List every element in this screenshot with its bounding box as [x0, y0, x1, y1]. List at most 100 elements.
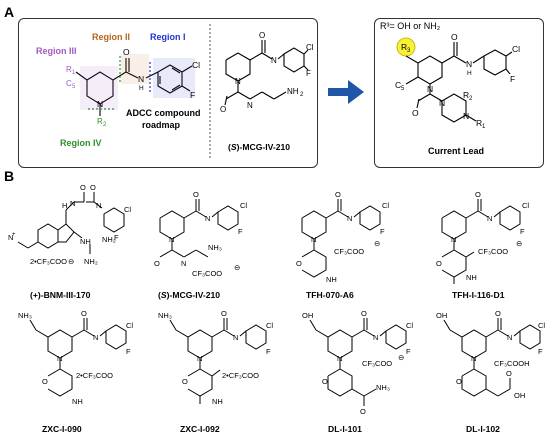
- lead-atom-n: N: [466, 59, 472, 69]
- dl101-atom-o3: O: [360, 407, 366, 416]
- zxc092-atom-f: F: [266, 347, 271, 356]
- bnm-atom-n1: N: [70, 199, 75, 208]
- bnm-atom-f: F: [114, 233, 119, 242]
- tfh116-atom-f: F: [520, 227, 525, 236]
- mcg-b-nh3: NH₃: [208, 243, 222, 252]
- zxc090-salt: 2•CF₃COO: [76, 371, 113, 380]
- zxc092-salt: 2•CF₃COO: [222, 371, 259, 380]
- dl102-atom-cl: Cl: [538, 321, 545, 330]
- tfh116-atom-n: N: [487, 214, 492, 223]
- dl101-atom-o2: O: [322, 377, 328, 386]
- lead-atom-r2-sub: 2: [469, 96, 473, 102]
- roadmap-atom-f: F: [190, 90, 195, 100]
- tfh116-salt: CF₃COO: [478, 247, 508, 256]
- dl101-atom-n: N: [373, 333, 378, 342]
- bnm-iii-170-structure: H O O N N Cl F NH NH₂ NH₂ N + 2•CF₃COO ⊖: [8, 183, 131, 266]
- panel-a-left-box: [18, 18, 318, 168]
- label-region-i: Region I: [150, 32, 186, 42]
- panel-letter-a: A: [4, 4, 15, 20]
- mcg-b-name-suffix: )-MCG-IV-210: [166, 290, 221, 300]
- mcg-b-atom-n2: N: [181, 259, 186, 268]
- zxc090-nh3: NH₃: [18, 311, 32, 320]
- bnm-atom-h: H: [62, 201, 67, 210]
- roadmap-caption-line2: roadmap: [142, 120, 181, 130]
- dl102-atom-oh: OH: [436, 311, 447, 320]
- bnm-atom-cl: Cl: [124, 205, 131, 214]
- label-region-ii: Region II: [92, 32, 130, 42]
- mcg-a-atom-nh2: NH: [287, 87, 299, 96]
- lead-atom-n-ring: N: [427, 84, 433, 94]
- tfh070-atom-n-ring: N: [311, 235, 316, 244]
- tfh116-atom-n-ring: N: [451, 235, 456, 244]
- tfh-070-a6-name: TFH-070-A6: [306, 290, 354, 300]
- bnm-atom-o2: O: [90, 183, 96, 192]
- dl101-minus: ⊖: [398, 353, 404, 362]
- bnm-atom-o1: O: [80, 183, 86, 192]
- roadmap-atom-r1: R: [66, 65, 72, 74]
- zxc090-atom-f: F: [126, 347, 131, 356]
- lead-atom-r3: R: [401, 42, 407, 52]
- zxc092-atom-o2: O: [182, 377, 188, 386]
- lead-atom-r2: R: [463, 90, 469, 100]
- label-region-iv: Region IV: [60, 138, 102, 148]
- zxc092-nh3: NH₃: [158, 311, 172, 320]
- tfh-i-116-d1-name: TFH-I-116-D1: [452, 290, 505, 300]
- panel-a-separator: [209, 24, 211, 160]
- roadmap-atom-n: N: [138, 74, 144, 84]
- lead-atom-o2: O: [412, 108, 419, 118]
- dl-i-101-structure: OH O N Cl F N O CF₃COO ⊖ NH₃ O: [302, 309, 413, 416]
- mcg-b-atom-cl: Cl: [240, 201, 247, 210]
- lead-atom-o: O: [451, 32, 458, 42]
- mcg-a-title-s: S: [230, 142, 237, 152]
- bnm-iii-170-name: (+)-BNM-III-170: [30, 290, 91, 300]
- right-arrow-icon: [328, 80, 364, 104]
- tfh116-atom-cl: Cl: [522, 201, 529, 210]
- mcg-iv-210-title-a: (S)-MCG-IV-210: [228, 142, 290, 152]
- dl102-salt: CF₃COOH: [494, 359, 530, 368]
- lead-atom-f: F: [510, 74, 515, 84]
- bnm-salt: 2•CF₃COO: [30, 257, 67, 266]
- bnm-atom-n2: N: [96, 201, 101, 210]
- lead-atom-n3: N: [463, 111, 469, 121]
- dl-i-102-structure: OH O N Cl F N O CF₃COOH O OH: [436, 309, 545, 400]
- dl102-atom-f: F: [538, 347, 543, 356]
- mcg-a-atom-o2: O: [220, 105, 226, 114]
- lead-atom-h: H: [467, 70, 472, 77]
- lead-atom-c5-sub: 5: [401, 86, 405, 92]
- zxc090-atom-o2: O: [42, 377, 48, 386]
- mcg-b-atom-n-ring: N: [169, 235, 174, 244]
- zxc-i-092-structure: NH₃ O N Cl F N O 2•CF₃COO NH: [158, 309, 273, 406]
- panel-letter-b: B: [4, 168, 15, 184]
- zxc090-atom-o: O: [81, 309, 87, 318]
- zxc-i-090-name: ZXC-I-090: [42, 424, 82, 434]
- mcg-a-atom-n: N: [271, 56, 277, 65]
- lead-atom-c5: C: [395, 80, 401, 90]
- tfh116-atom-o2: O: [436, 259, 442, 268]
- zxc092-atom-nh: NH: [212, 397, 223, 406]
- roadmap-atom-r2-sub: 2: [103, 122, 107, 128]
- dl101-atom-cl: Cl: [406, 321, 413, 330]
- mcg-b-name-s: S: [160, 290, 167, 300]
- tfh116-atom-nh: NH: [466, 273, 477, 282]
- roadmap-atom-n-ring: N: [97, 99, 103, 109]
- zxc090-atom-n-ring: N: [57, 354, 62, 363]
- dl102-atom-o3: O: [506, 369, 512, 378]
- dl101-salt: CF₃COO: [362, 359, 392, 368]
- dl102-atom-o2: O: [456, 377, 462, 386]
- mcg-a-atom-f: F: [306, 69, 311, 78]
- bnm-atom-nh2a: NH₂: [102, 235, 116, 244]
- roadmap-caption-line1: ADCC compound: [126, 108, 201, 118]
- mcg-b-atom-o: O: [193, 190, 199, 199]
- mcg-a-title-prefix: (: [228, 142, 231, 152]
- lead-r3-note: R³= OH or NH₂: [380, 21, 441, 31]
- tfh-i-116-d1-structure: O N Cl F N O CF₃COO ⊖ NH: [436, 190, 529, 284]
- mcg-a-atom-nh2-sub: 2: [300, 92, 304, 98]
- mcg-a-atom-n2: N: [247, 101, 253, 110]
- mcg-a-atom-o: O: [259, 31, 265, 40]
- zxc092-atom-o: O: [221, 309, 227, 318]
- tfh-070-a6-structure: O N Cl F N O CF₃COO ⊖ NH: [296, 190, 389, 284]
- lead-atom-r1-sub: 1: [482, 124, 486, 130]
- mcg-b-atom-n: N: [205, 214, 210, 223]
- label-region-iii: Region III: [36, 46, 77, 56]
- zxc-i-090-structure: NH₃ O N Cl F N O 2•CF₃COO NH: [18, 309, 133, 406]
